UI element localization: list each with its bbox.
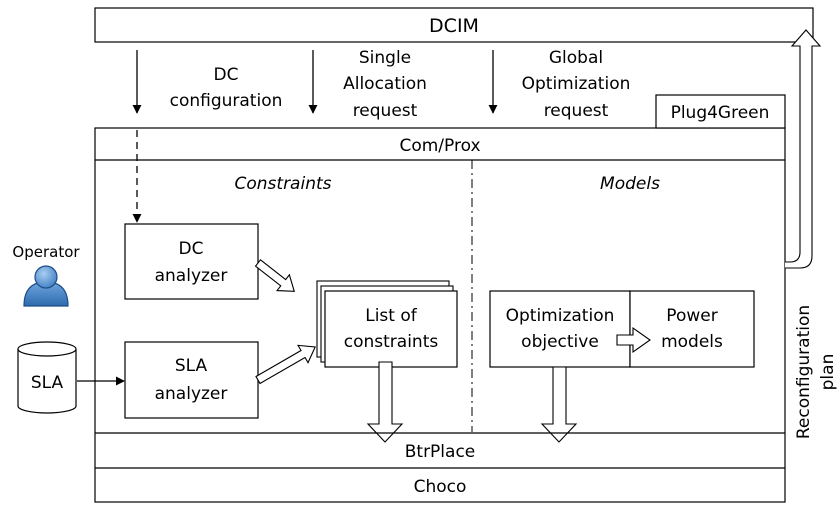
global-optimization-label: Global Optimization request bbox=[522, 48, 631, 121]
reconfiguration-plan-label: Reconfiguration plan bbox=[794, 305, 838, 439]
optimization-objective-box: Optimization objective bbox=[489, 290, 631, 368]
objective-to-power-models-arrow bbox=[616, 326, 651, 354]
svg-text:Single: Single bbox=[359, 48, 411, 68]
single-allocation-label: Single Allocation request bbox=[343, 48, 427, 121]
svg-text:DC: DC bbox=[214, 65, 239, 85]
dc-configuration-label: DC configuration bbox=[170, 65, 283, 111]
btrplace-bar: BtrPlace bbox=[95, 432, 785, 469]
reconfiguration-plan-arrow bbox=[785, 29, 822, 269]
svg-text:objective: objective bbox=[521, 332, 599, 352]
svg-text:BtrPlace: BtrPlace bbox=[405, 442, 476, 462]
svg-text:Power: Power bbox=[666, 306, 717, 326]
sla-analyzer-box: SLA analyzer bbox=[124, 341, 259, 419]
svg-text:Reconfiguration: Reconfiguration bbox=[794, 305, 814, 439]
comprox-bar: Com/Prox bbox=[95, 136, 785, 161]
svg-text:Plug4Green: Plug4Green bbox=[671, 103, 770, 123]
svg-text:analyzer: analyzer bbox=[155, 384, 228, 404]
svg-text:Allocation: Allocation bbox=[343, 74, 427, 94]
svg-text:configuration: configuration bbox=[170, 91, 283, 111]
svg-text:constraints: constraints bbox=[344, 332, 439, 352]
operator-label: Operator bbox=[12, 243, 80, 261]
svg-text:Com/Prox: Com/Prox bbox=[399, 136, 480, 156]
constraints-section-title: Constraints bbox=[235, 174, 332, 194]
svg-text:Global: Global bbox=[549, 48, 603, 68]
dcim-label: DCIM bbox=[429, 15, 479, 37]
plug4green-frame bbox=[94, 127, 786, 503]
svg-text:Optimization: Optimization bbox=[522, 74, 631, 94]
svg-text:analyzer: analyzer bbox=[155, 266, 228, 286]
svg-text:request: request bbox=[353, 101, 418, 121]
models-section-title: Models bbox=[600, 174, 660, 194]
constraints-list-box: List of constraints bbox=[316, 280, 458, 368]
sla-store-label: SLA bbox=[31, 373, 64, 393]
objective-to-btrplace-arrow bbox=[540, 366, 578, 443]
svg-text:models: models bbox=[661, 332, 723, 352]
dc-analyzer-box: DC analyzer bbox=[124, 223, 259, 300]
request-arrows bbox=[132, 50, 498, 223]
svg-text:plan: plan bbox=[818, 354, 838, 391]
svg-text:SLA: SLA bbox=[175, 356, 208, 376]
choco-bar-label: Choco bbox=[414, 477, 467, 497]
plug4green-badge: Plug4Green bbox=[655, 94, 786, 129]
power-models-box: Power models bbox=[629, 290, 755, 368]
svg-text:request: request bbox=[544, 101, 609, 121]
constraints-to-btrplace-arrow bbox=[366, 361, 404, 443]
dc-analyzer-to-list-arrow bbox=[254, 259, 295, 292]
dcim-bar: DCIM bbox=[94, 7, 814, 43]
sla-analyzer-to-list-arrow bbox=[255, 344, 316, 385]
svg-text:DC: DC bbox=[179, 239, 204, 259]
svg-text:List of: List of bbox=[365, 306, 418, 326]
database-cylinder-icon bbox=[17, 341, 77, 414]
operator-icon bbox=[23, 265, 69, 307]
svg-text:Optimization: Optimization bbox=[506, 306, 615, 326]
